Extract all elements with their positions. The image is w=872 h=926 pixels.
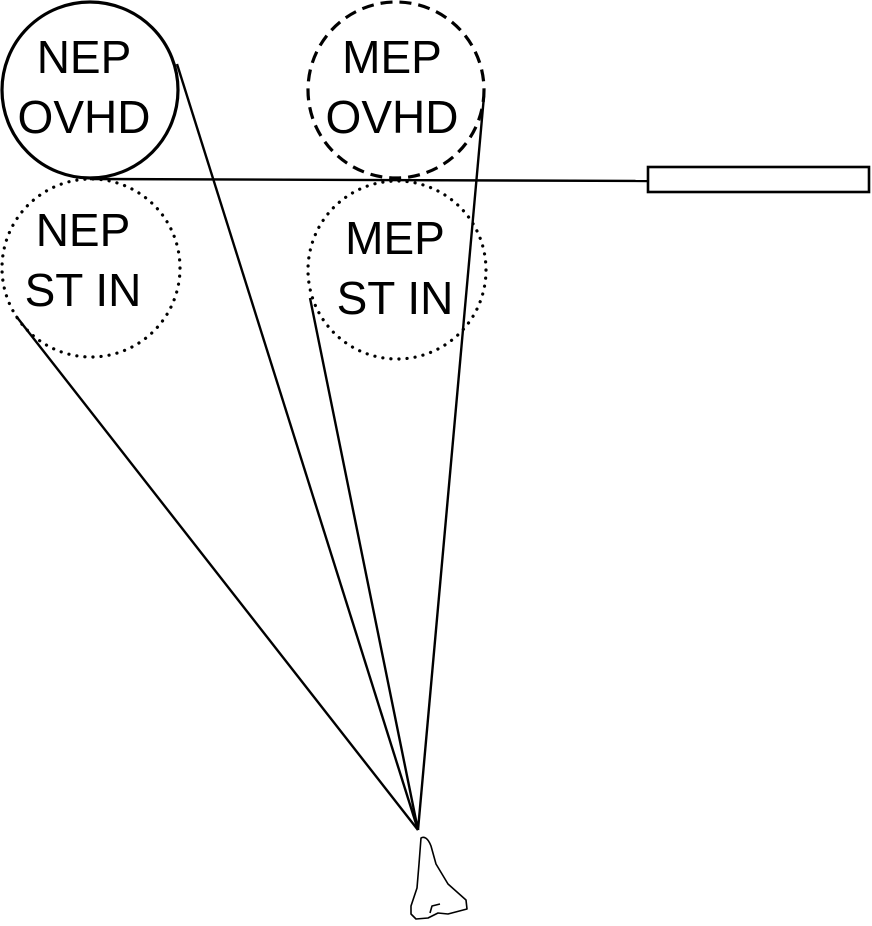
- sightline-mep-ovhd: [416, 95, 486, 831]
- rectangle-bar: [646, 165, 871, 194]
- horizontal-reference-line: [89, 177, 649, 183]
- nep-ovhd-label-line2: OVHD: [18, 91, 151, 143]
- nep-ovhd-circle: [0, 0, 180, 180]
- mep-ovhd-circle: [306, 0, 486, 180]
- nep-ovhd-label-line1: NEP: [37, 31, 132, 83]
- nep-st-in-circle: [0, 177, 182, 359]
- sightline-mep-st-in: [308, 297, 420, 831]
- space-shuttle-icon: [410, 836, 468, 920]
- sightline-nep-ovhd: [175, 63, 420, 831]
- nep-st-in-label-line2: ST IN: [25, 264, 142, 316]
- mep-ovhd-label-line2: OVHD: [326, 91, 459, 143]
- nep-st-in-label-line1: NEP: [36, 204, 131, 256]
- mep-st-in-circle: [306, 179, 488, 361]
- mep-ovhd-label-line1: MEP: [342, 31, 442, 83]
- mep-st-in-label-line2: ST IN: [337, 272, 454, 324]
- mep-st-in-label-line1: MEP: [345, 212, 445, 264]
- sightline-nep-st-in: [15, 315, 419, 831]
